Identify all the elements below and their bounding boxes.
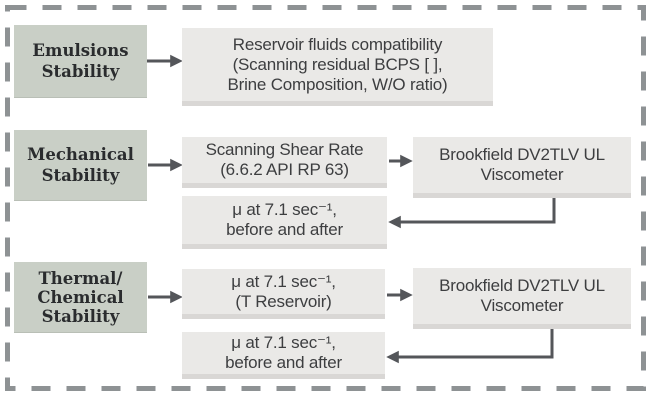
label-line: Thermal/ — [38, 268, 123, 288]
process-line: Viscometer — [480, 296, 564, 315]
process-line: Brookfield DV2TLV UL — [439, 276, 605, 295]
label-line: Chemical — [37, 287, 124, 307]
label-line: Mechanical — [27, 145, 134, 164]
connector-viscometer-to-result-row3 — [386, 329, 554, 364]
process-line: μ at 7.1 sec⁻¹, — [231, 271, 336, 291]
label-line: Emulsions — [32, 41, 129, 60]
process-line: Brine Composition, W/O ratio) — [227, 74, 448, 94]
process-box-viscosity-before-after-row3: μ at 7.1 sec⁻¹, before and after — [182, 332, 385, 379]
process-box-scanning-shear-rate: Scanning Shear Rate (6.6.2 API RP 63) — [182, 137, 387, 188]
process-box-viscosity-before-after-row2: μ at 7.1 sec⁻¹, before and after — [182, 196, 387, 249]
label-box-emulsions-stability: Emulsions Stability — [14, 25, 147, 97]
process-line: (Scanning residual BCPS [ ], — [232, 54, 443, 74]
process-line: Scanning Shear Rate — [205, 140, 364, 159]
process-line: μ at 7.1 sec⁻¹, — [231, 333, 336, 352]
process-box-viscometer-row3: Brookfield DV2TLV UL Viscometer — [413, 268, 631, 329]
label-line: Stability — [41, 62, 120, 81]
label-box-mechanical-stability: Mechanical Stability — [14, 130, 147, 200]
label-line: Stability — [41, 166, 120, 185]
process-line: (6.6.2 API RP 63) — [220, 160, 349, 179]
process-line: Reservoir fluids compatibility — [232, 34, 443, 54]
process-line: Viscometer — [480, 165, 564, 184]
process-line: μ at 7.1 sec⁻¹, — [232, 200, 337, 219]
connector-viscometer-to-result-row2 — [388, 198, 556, 229]
process-line: before and after — [226, 220, 343, 239]
process-box-viscosity-at-reservoir-temp: μ at 7.1 sec⁻¹, (T Reservoir) — [182, 269, 385, 319]
process-line: before and after — [225, 353, 342, 372]
process-box-reservoir-fluids-compatibility: Reservoir fluids compatibility (Scanning… — [182, 28, 493, 106]
label-line: Stability — [41, 306, 120, 326]
label-box-thermal-chemical-stability: Thermal/ Chemical Stability — [14, 262, 147, 332]
process-line: Brookfield DV2TLV UL — [439, 145, 605, 164]
process-box-viscometer-row2: Brookfield DV2TLV UL Viscometer — [413, 137, 631, 198]
process-line: (T Reservoir) — [235, 291, 332, 311]
